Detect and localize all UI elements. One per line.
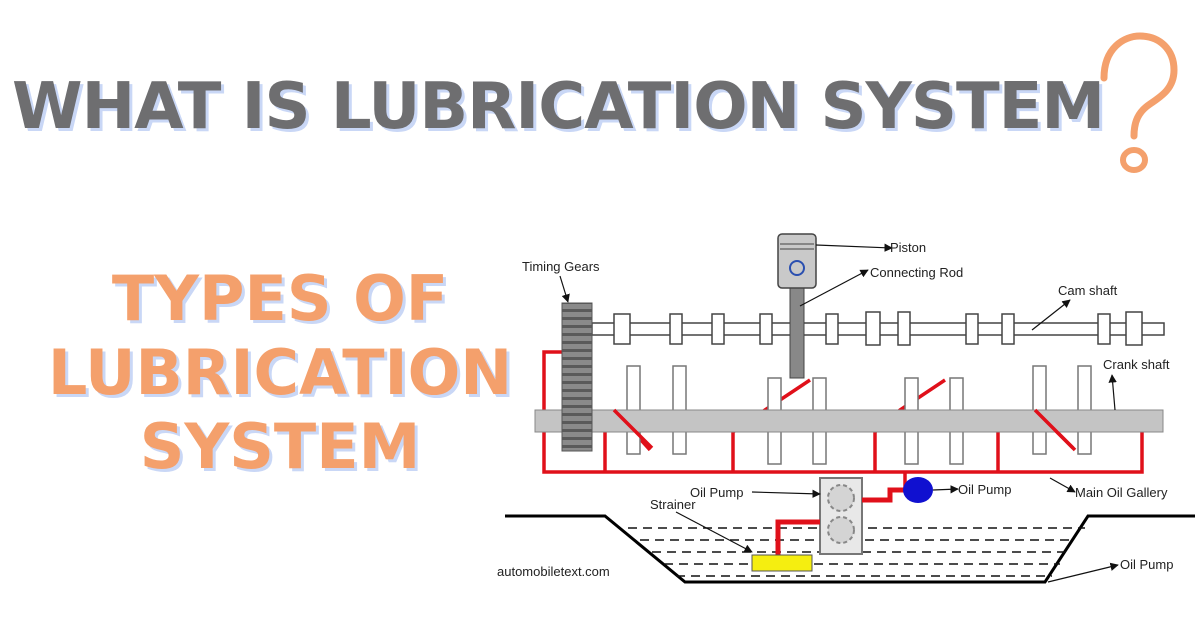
leader-arrows bbox=[559, 243, 1119, 583]
label-oil-pump-left: Oil Pump bbox=[690, 485, 743, 500]
watermark: automobiletext.com bbox=[497, 564, 610, 579]
pump-piping bbox=[775, 487, 905, 565]
strainer bbox=[751, 554, 813, 572]
subheading-line-1: TYPES OF bbox=[111, 262, 449, 335]
gear-pump bbox=[819, 477, 863, 555]
subheading-line-3: SYSTEM bbox=[139, 410, 421, 483]
camshaft bbox=[591, 311, 1165, 346]
label-strainer: Strainer bbox=[650, 497, 696, 512]
label-crank-shaft: Crank shaft bbox=[1103, 357, 1170, 372]
subheading-line-2: LUBRICATION bbox=[47, 336, 513, 409]
label-oil-pump-sump: Oil Pump bbox=[1120, 557, 1173, 572]
question-mark-icon bbox=[1100, 32, 1178, 173]
subheading: TYPES OF LUBRICATION SYSTEM bbox=[0, 262, 560, 484]
timing-gear bbox=[561, 302, 593, 452]
label-connecting-rod: Connecting Rod bbox=[870, 265, 963, 280]
label-piston: Piston bbox=[890, 240, 926, 255]
crank-oil-passages bbox=[612, 408, 1075, 450]
crankshaft bbox=[534, 409, 1164, 433]
piston-assembly bbox=[777, 233, 817, 379]
headline: WHAT IS LUBRICATION SYSTEM bbox=[12, 70, 1105, 144]
lubrication-diagram: Timing Gears Piston Connecting Rod Cam s… bbox=[497, 233, 1195, 584]
blue-oil-pump bbox=[903, 477, 933, 503]
label-main-oil-gallery: Main Oil Gallery bbox=[1075, 485, 1168, 500]
label-timing-gears: Timing Gears bbox=[522, 259, 600, 274]
label-cam-shaft: Cam shaft bbox=[1058, 283, 1118, 298]
label-oil-pump-right: Oil Pump bbox=[958, 482, 1011, 497]
